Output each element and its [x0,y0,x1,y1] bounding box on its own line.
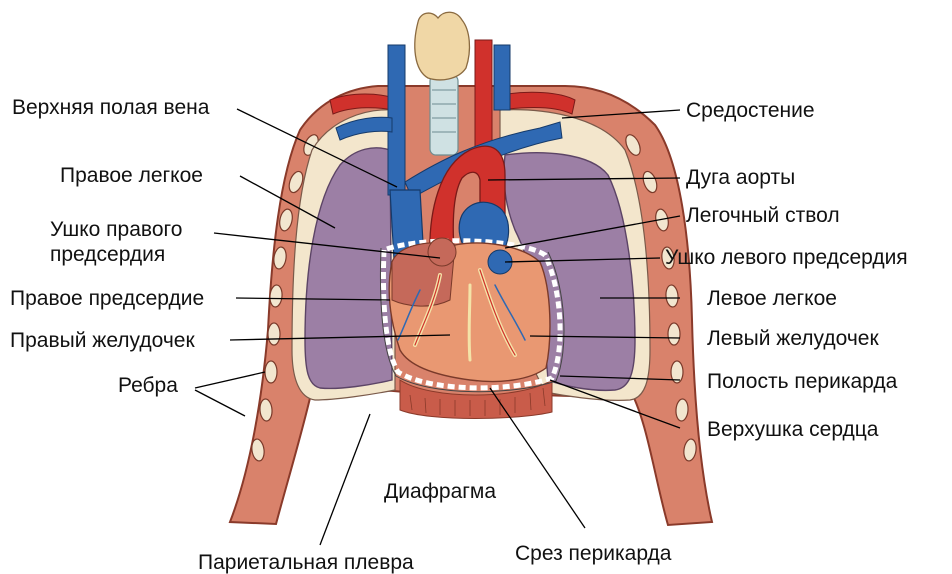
trachea [430,75,458,155]
right-auricle [428,238,456,266]
coronary-artery [469,285,470,360]
left-carotid [475,40,492,150]
leader-parietal-pleura [320,414,370,545]
label-right-atrium: Правое предсердие [10,287,204,310]
label-apex: Верхушка сердца [707,418,879,441]
label-pericardium-cut: Срез перикарда [515,542,672,565]
rib [265,361,277,383]
label-aortic-arch: Дуга аорты [686,166,795,189]
label-left-ventricle: Левый желудочек [707,327,879,350]
label-left-lung: Левое легкое [707,287,837,310]
leader-ribs-1 [195,372,265,388]
label-pulmonary-trunk: Легочный ствол [686,204,840,227]
thyroid [415,12,470,80]
label-svc: Верхняя полая вена [12,96,210,119]
label-parietal-pleura: Париетальная плевра [198,551,414,574]
rib [668,323,680,345]
label-mediastinum: Средостение [686,99,815,122]
label-left-auricle: Ушко левого предсердия [665,246,908,269]
label-right-lung: Правое легкое [60,164,203,187]
label-pericardial-cavity: Полость перикарда [707,370,898,393]
label-diaphragm: Диафрагма [384,480,496,503]
leader-ribs-2 [195,390,245,416]
label-ribs: Ребра [118,374,178,397]
rib [268,323,280,345]
label-right-ventricle: Правый желудочек [10,329,195,352]
left-jugular [494,45,510,110]
label-right-auricle-line1: Ушко правого [50,218,182,241]
label-right-auricle-line2: предсердия [50,243,165,266]
